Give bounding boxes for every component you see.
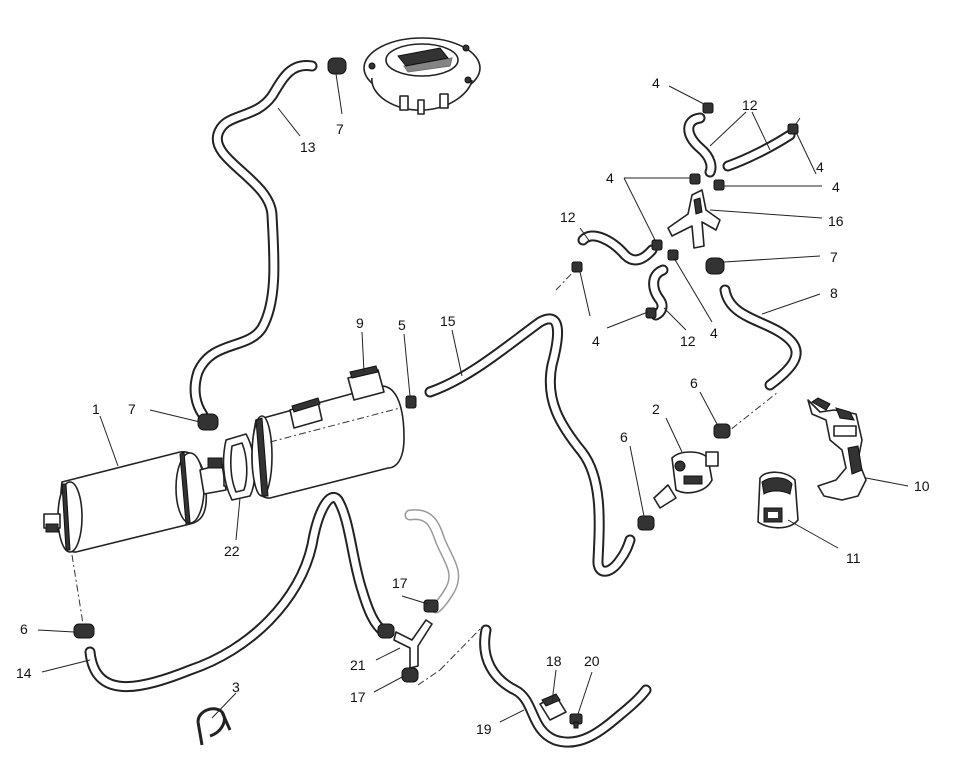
clamp-4h [645,307,657,319]
clamp-6a [73,623,95,639]
callout-4c: 4 [832,179,840,195]
clamp-4b [787,123,799,135]
callout-22: 22 [224,543,240,559]
canister-9 [251,365,405,499]
callout-17b: 17 [350,689,366,705]
callout-20: 20 [584,653,600,669]
callout-16: 16 [828,213,844,229]
callout-4b: 4 [606,170,614,186]
hose-8 [719,284,802,391]
hose-13 [189,59,318,421]
callout-6a: 6 [20,621,28,637]
hose-19 [479,624,652,748]
hose-15 [424,313,636,577]
y-fitting-21 [393,619,433,669]
callout-14: 14 [16,665,32,681]
clip-3 [196,707,232,746]
ghost-hose [404,509,460,614]
clamp-7c [705,257,725,275]
callout-18: 18 [546,653,562,669]
callouts: 1 2 3 4 4 4 4 4 4 5 6 6 6 7 7 7 8 9 10 1… [16,75,930,737]
callout-7a: 7 [336,121,344,137]
clamp-7a [327,57,347,75]
callout-12c: 12 [680,333,696,349]
callout-7c: 7 [830,249,838,265]
hose-12-upper [577,112,796,321]
clamp-6c [713,423,731,439]
callout-19: 19 [476,721,492,737]
connector-18 [539,693,567,721]
callout-4e: 4 [592,333,600,349]
callout-2: 2 [652,401,660,417]
clamp-4d [713,179,725,191]
callout-8: 8 [830,285,838,301]
callout-21: 21 [350,657,366,673]
fuel-filler-cap [363,37,481,115]
callout-12b: 12 [560,209,576,225]
callout-10: 10 [914,478,930,494]
clamp-17c [401,667,419,683]
callout-7b: 7 [128,401,136,417]
callout-17a: 17 [392,575,408,591]
valve-2 [653,451,719,509]
callout-6b: 6 [620,429,628,445]
clamp-4c [689,173,701,185]
callout-12a: 12 [742,97,758,113]
callout-4f: 4 [710,325,718,341]
clamp-4g [571,261,583,273]
clamp-17a [423,599,439,613]
bracket-10 [807,397,867,501]
separator-11 [757,471,799,529]
callout-6c: 6 [690,375,698,391]
clamp-17b [377,623,395,639]
callout-11: 11 [846,550,861,566]
clamp-6b [637,515,655,531]
clamp-4a [702,102,714,114]
clamp-4e [651,239,663,251]
callout-9: 9 [356,315,364,331]
callout-5: 5 [398,317,406,333]
callout-4d: 4 [816,159,824,175]
callout-4a: 4 [652,75,660,91]
leader-lines [37,73,909,723]
callout-13: 13 [300,139,316,155]
cross-fitting-16 [667,189,721,249]
hose-14 [84,492,390,693]
clamp-4f [667,249,679,261]
canister-1 [43,451,235,553]
clamp-5 [405,395,417,409]
gasket-22 [222,433,256,501]
callout-15: 15 [440,313,456,329]
callout-3: 3 [232,679,240,695]
screw-20 [569,713,583,729]
callout-1: 1 [92,401,100,417]
clamp-7b [197,413,219,431]
